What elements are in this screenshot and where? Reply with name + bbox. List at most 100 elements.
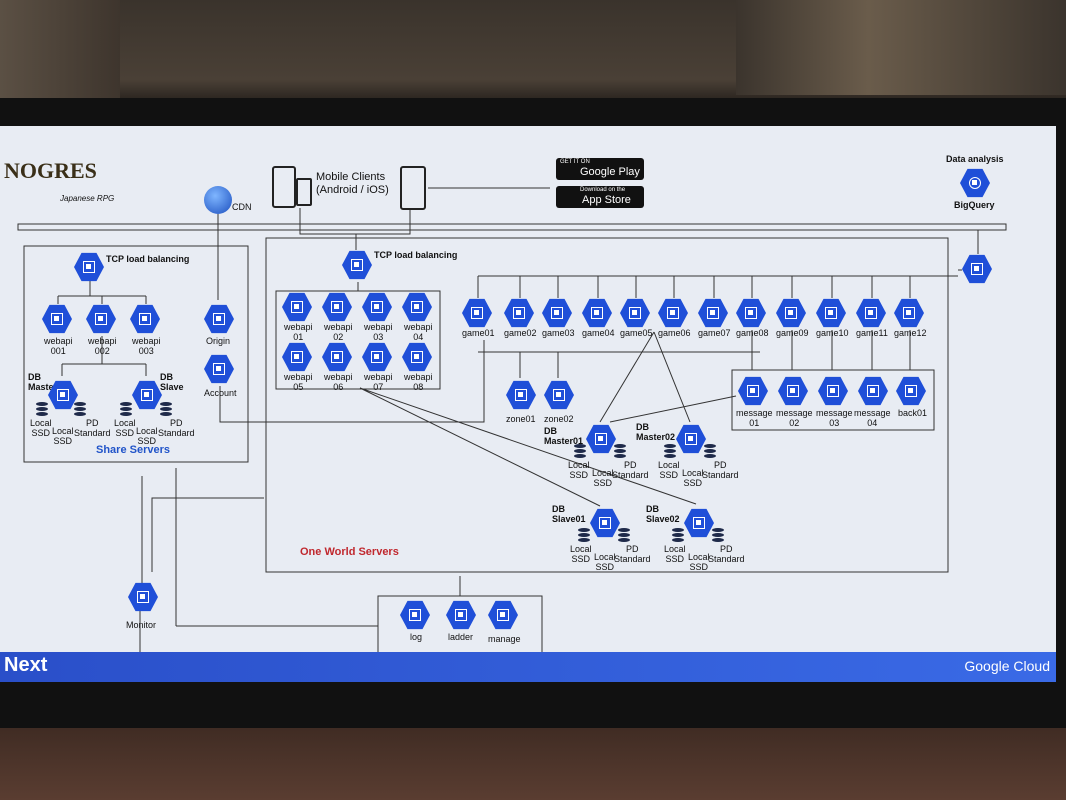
bigquery-icon <box>960 168 990 198</box>
game05-label: game05 <box>620 328 653 338</box>
slave02-pd-standard: PD Standard <box>708 544 745 564</box>
mobile-clients-label: Mobile Clients <box>316 171 386 183</box>
zone01-label: zone01 <box>506 414 536 424</box>
game08-label: game08 <box>736 328 769 338</box>
webapi-06-icon <box>322 342 352 372</box>
disk-icon <box>120 402 132 416</box>
message01-label: message 01 <box>736 408 773 428</box>
app-store-badge[interactable]: Download on the App Store <box>556 186 644 208</box>
db-master02-icon <box>676 424 706 454</box>
webapi-05-label: webapi 05 <box>284 372 313 392</box>
game04-icon <box>582 298 612 328</box>
webapi-003-label: webapi 003 <box>132 336 161 356</box>
game08-icon <box>736 298 766 328</box>
next-logo: Next <box>4 654 48 676</box>
nogres-logo-subtitle: Japanese RPG <box>60 194 115 203</box>
disk-icon <box>160 402 172 416</box>
share-slave-local-ssd-2: Local SSD <box>136 426 158 446</box>
webapi-002-label: webapi 002 <box>88 336 117 356</box>
webapi-01-label: webapi 01 <box>284 322 313 342</box>
log-icon <box>400 600 430 630</box>
slave02-local-ssd: Local SSD <box>664 544 686 564</box>
share-local-ssd-label-2: Local SSD <box>52 426 74 446</box>
webapi-08-icon <box>402 342 432 372</box>
db-slave01-label: DB Slave01 <box>552 504 586 524</box>
db-master01-icon <box>586 424 616 454</box>
game01-label: game01 <box>462 328 495 338</box>
share-slave-pd-standard: PD Standard <box>158 418 195 438</box>
db-master02-label: DB Master02 <box>636 422 676 442</box>
pubsub-icon <box>962 254 992 284</box>
app-store-small: Download on the <box>580 187 626 193</box>
webapi-02-label: webapi 02 <box>324 322 353 342</box>
world-tcp-lb-label: TCP load balancing <box>374 250 458 260</box>
slave01-pd-standard: PD Standard <box>614 544 651 564</box>
game01-icon <box>462 298 492 328</box>
message02-label: message 02 <box>776 408 813 428</box>
manage-icon <box>488 600 518 630</box>
message01-icon <box>738 376 768 406</box>
cdn-label: CDN <box>232 202 252 212</box>
zone02-icon <box>544 380 574 410</box>
game11-label: game11 <box>856 328 888 338</box>
zone01-icon <box>506 380 536 410</box>
slave02-local-ssd-2: Local SSD <box>688 552 710 572</box>
google-cloud-logo: Google Cloud <box>964 658 1050 674</box>
game05-icon <box>620 298 650 328</box>
game12-label: game12 <box>894 328 927 338</box>
app-store-label: App Store <box>582 194 631 206</box>
share-db-slave-icon <box>132 380 162 410</box>
wall-right <box>736 0 1066 95</box>
webapi-002-icon <box>86 304 116 334</box>
master01-pd-standard: PD Standard <box>612 460 649 480</box>
webapi-03-label: webapi 03 <box>364 322 393 342</box>
message02-icon <box>778 376 808 406</box>
disk-icon <box>618 528 630 542</box>
manage-label: manage <box>488 634 521 644</box>
webapi-04-icon <box>402 292 432 322</box>
monitor-icon <box>128 582 158 612</box>
share-lb-icon <box>74 252 104 282</box>
disk-icon <box>664 444 676 458</box>
master02-local-ssd-2: Local SSD <box>682 468 704 488</box>
share-pd-standard-label: PD Standard <box>74 418 111 438</box>
share-db-slave-label: DB Slave <box>160 372 184 392</box>
phone-icon <box>296 178 312 206</box>
slave01-local-ssd: Local SSD <box>570 544 592 564</box>
game10-label: game10 <box>816 328 849 338</box>
monitor-label: Monitor <box>126 620 157 630</box>
webapi-06-label: webapi 06 <box>324 372 353 392</box>
bigquery-label: BigQuery <box>954 200 995 210</box>
message03-icon <box>818 376 848 406</box>
webapi-05-icon <box>282 342 312 372</box>
tablet-icon <box>272 166 296 208</box>
google-play-badge[interactable]: GET IT ON Google Play <box>556 158 644 180</box>
mobile-clients-sub: (Android / iOS) <box>316 184 389 196</box>
presentation-screen: NOGRES Japanese RPG CDN Mobile Clients (… <box>0 126 1056 682</box>
game03-label: game03 <box>542 328 575 338</box>
game03-icon <box>542 298 572 328</box>
db-slave01-icon <box>590 508 620 538</box>
disk-icon <box>672 528 684 542</box>
smartphone-icon <box>400 166 426 210</box>
share-local-ssd-label: Local SSD <box>30 418 52 438</box>
webapi-001-icon <box>42 304 72 334</box>
master01-local-ssd-2: Local SSD <box>592 468 614 488</box>
message04-label: message 04 <box>854 408 891 428</box>
message03-label: message 03 <box>816 408 853 428</box>
disk-icon <box>74 402 86 416</box>
master01-local-ssd: Local SSD <box>568 460 590 480</box>
master02-local-ssd: Local SSD <box>658 460 680 480</box>
world-lb-icon <box>342 250 372 280</box>
master02-pd-standard: PD Standard <box>702 460 739 480</box>
floor <box>0 720 1066 800</box>
google-play-label: Google Play <box>580 166 640 178</box>
disk-icon <box>36 402 48 416</box>
webapi-07-label: webapi 07 <box>364 372 393 392</box>
disk-icon <box>704 444 716 458</box>
webapi-02-icon <box>322 292 352 322</box>
db-slave02-label: DB Slave02 <box>646 504 680 524</box>
disk-icon <box>614 444 626 458</box>
origin-label: Origin <box>206 336 231 346</box>
game09-icon <box>776 298 806 328</box>
